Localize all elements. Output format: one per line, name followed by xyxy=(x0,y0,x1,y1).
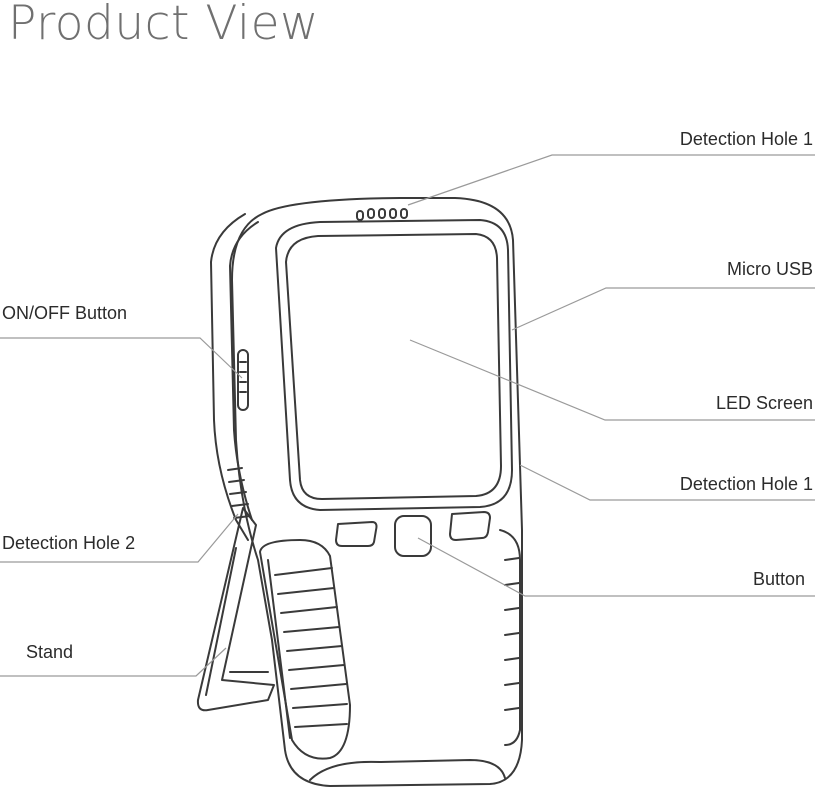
device-body xyxy=(231,197,523,787)
device-side-edge xyxy=(210,213,259,541)
detection-holes-side xyxy=(227,467,251,519)
device-foot xyxy=(309,759,506,781)
leader-detection-hole-2 xyxy=(0,513,239,563)
grip xyxy=(259,539,351,760)
leader-button xyxy=(417,537,815,597)
right-grip xyxy=(499,529,521,746)
label-button: Button xyxy=(752,569,805,589)
label-led-screen: LED Screen xyxy=(715,393,813,413)
leader-detection-hole-1-side xyxy=(519,464,815,501)
leader-detection-hole-1-top xyxy=(407,154,815,206)
label-detection-hole-1-top: Detection Hole 1 xyxy=(679,129,813,149)
on-off-button-shape xyxy=(237,349,249,411)
label-detection-hole-2: Detection Hole 2 xyxy=(2,533,136,553)
leader-on-off xyxy=(0,337,243,379)
leader-led-screen xyxy=(409,339,815,421)
label-stand: Stand xyxy=(26,642,74,662)
label-on-off-button: ON/OFF Button xyxy=(2,303,128,323)
stand-shape xyxy=(196,507,275,712)
leader-micro-usb xyxy=(511,287,815,331)
front-buttons xyxy=(335,511,491,557)
label-micro-usb: Micro USB xyxy=(726,259,813,279)
led-screen-shape xyxy=(285,233,502,500)
label-detection-hole-1-side: Detection Hole 1 xyxy=(679,474,813,494)
page-title: Product View xyxy=(8,0,319,51)
screen-bezel xyxy=(275,219,513,511)
leader-stand xyxy=(0,647,227,677)
leader-lines xyxy=(0,154,815,677)
detection-holes-top xyxy=(356,208,408,221)
